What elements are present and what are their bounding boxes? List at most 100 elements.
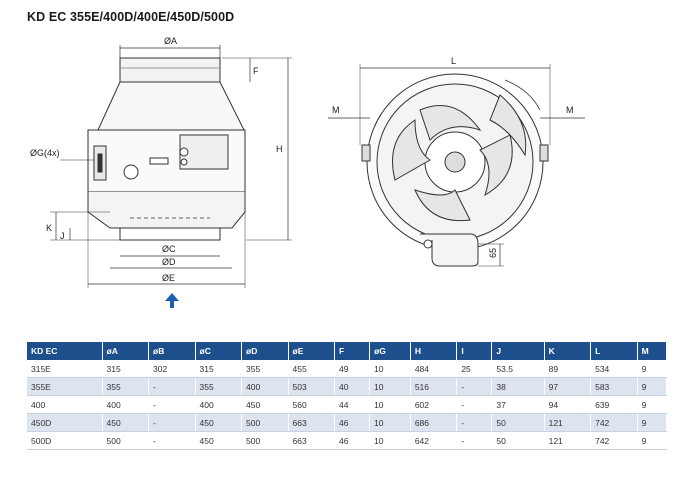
table-cell: 315E: [27, 360, 103, 378]
table-cell: 9: [637, 377, 668, 396]
table-cell: 400: [102, 395, 150, 414]
table-cell: 450: [195, 413, 243, 432]
table-cell: 9: [637, 413, 668, 432]
table-cell: 663: [288, 431, 336, 450]
table-cell: 10: [369, 360, 411, 378]
table-cell: 355: [241, 360, 289, 378]
dim-65-label: 65: [488, 248, 498, 258]
table-cell: 455: [288, 360, 336, 378]
dim-e-label: ØE: [162, 273, 175, 283]
col-header: M: [637, 342, 668, 360]
table-cell: 9: [637, 395, 668, 414]
col-header: F: [334, 342, 371, 360]
table-cell: 642: [410, 431, 458, 450]
side-view: [50, 45, 292, 288]
table-cell: 302: [148, 360, 196, 378]
table-row: 355E 355 - 355 400 503 40 10 516 - 38 97…: [27, 377, 668, 396]
dimensions-table: KD EC øA øB øC øD øE F øG H I J K L M 31…: [27, 342, 668, 450]
col-header: K: [544, 342, 592, 360]
table-cell: 450: [241, 395, 289, 414]
table-cell: 53.5: [491, 360, 545, 378]
table-cell: 355E: [27, 377, 103, 396]
dim-c-label: ØC: [162, 244, 176, 254]
table-cell: 315: [195, 360, 243, 378]
table-cell: 49: [334, 360, 371, 378]
table-cell: 10: [369, 377, 411, 396]
table-row: 315E 315 302 315 355 455 49 10 484 25 53…: [27, 360, 668, 378]
table-cell: -: [456, 395, 493, 414]
table-cell: 400: [27, 395, 103, 414]
dim-f-label: F: [253, 66, 259, 76]
col-header: øA: [102, 342, 150, 360]
table-cell: 400: [195, 395, 243, 414]
col-header: øG: [369, 342, 411, 360]
table-cell: 583: [590, 377, 638, 396]
table-header-row: KD EC øA øB øC øD øE F øG H I J K L M: [27, 342, 668, 360]
table-cell: 484: [410, 360, 458, 378]
dim-m-left-label: M: [332, 105, 340, 115]
col-header: øD: [241, 342, 289, 360]
table-cell: 40: [334, 377, 371, 396]
dim-g-label: ØG(4x): [30, 148, 60, 158]
table-cell: 46: [334, 431, 371, 450]
table-cell: 355: [195, 377, 243, 396]
table-cell: 121: [544, 413, 592, 432]
dim-l-label: L: [451, 56, 456, 66]
table-cell: 315: [102, 360, 150, 378]
table-cell: 400: [241, 377, 289, 396]
table-cell: 50: [491, 431, 545, 450]
col-header: KD EC: [27, 342, 103, 360]
dim-d-label: ØD: [162, 257, 176, 267]
table-cell: 97: [544, 377, 592, 396]
table-cell: -: [148, 377, 196, 396]
table-cell: 25: [456, 360, 493, 378]
dim-k-label: K: [46, 223, 52, 233]
table-cell: 10: [369, 395, 411, 414]
table-row: 400 400 - 400 450 560 44 10 602 - 37 94 …: [27, 395, 668, 414]
table-cell: 9: [637, 360, 668, 378]
table-cell: 500: [102, 431, 150, 450]
table-cell: -: [456, 413, 493, 432]
table-cell: 46: [334, 413, 371, 432]
table-cell: 450: [102, 413, 150, 432]
col-header: I: [456, 342, 493, 360]
table-cell: -: [456, 377, 493, 396]
table-cell: 121: [544, 431, 592, 450]
col-header: øC: [195, 342, 243, 360]
table-cell: -: [456, 431, 493, 450]
table-cell: -: [148, 413, 196, 432]
table-cell: -: [148, 395, 196, 414]
technical-drawing: ØA F H ØG(4x) K J ØC ØD ØE: [30, 36, 585, 308]
top-view: [328, 64, 585, 267]
table-cell: 560: [288, 395, 336, 414]
table-cell: 38: [491, 377, 545, 396]
product-title: KD EC 355E/400D/400E/450D/500D: [27, 10, 235, 24]
table-cell: 50: [491, 413, 545, 432]
arrow-up-icon: [165, 293, 179, 308]
table-cell: 516: [410, 377, 458, 396]
table-cell: 10: [369, 431, 411, 450]
table-cell: 94: [544, 395, 592, 414]
table-cell: 10: [369, 413, 411, 432]
table-row: 450D 450 - 450 500 663 46 10 686 - 50 12…: [27, 413, 668, 432]
table-cell: 500: [241, 413, 289, 432]
table-cell: 500: [241, 431, 289, 450]
col-header: øB: [148, 342, 196, 360]
table-cell: 450: [195, 431, 243, 450]
dim-j-label: J: [60, 231, 65, 241]
table-cell: 355: [102, 377, 150, 396]
table-cell: 37: [491, 395, 545, 414]
table-cell: 500D: [27, 431, 103, 450]
table-cell: 89: [544, 360, 592, 378]
table-cell: 534: [590, 360, 638, 378]
table-cell: 742: [590, 413, 638, 432]
table-cell: 44: [334, 395, 371, 414]
table-row: 500D 500 - 450 500 663 46 10 642 - 50 12…: [27, 431, 668, 450]
col-header: H: [410, 342, 458, 360]
table-cell: -: [148, 431, 196, 450]
table-cell: 602: [410, 395, 458, 414]
dim-m-right-label: M: [566, 105, 574, 115]
table-cell: 450D: [27, 413, 103, 432]
dim-a-label: ØA: [164, 36, 177, 46]
table-cell: 686: [410, 413, 458, 432]
